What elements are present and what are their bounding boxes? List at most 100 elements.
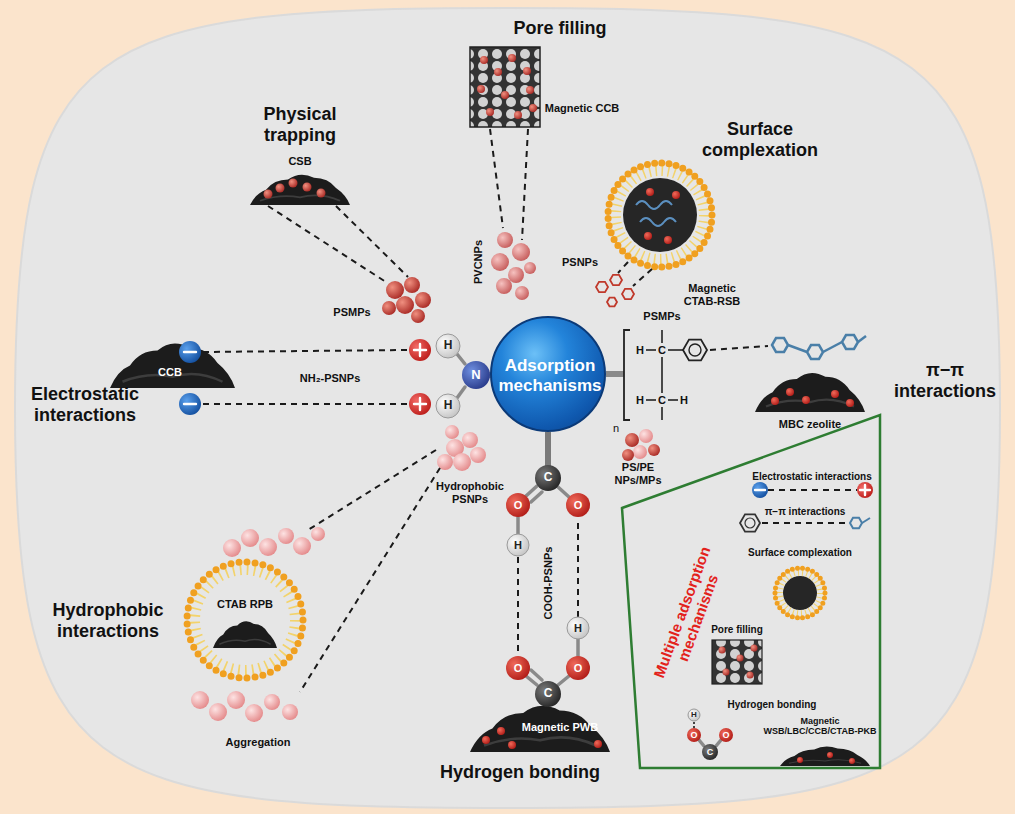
hydrophobic-art [293, 537, 311, 555]
surface-complexation-art [616, 171, 704, 259]
electrostatic-art [462, 361, 490, 389]
physical-trapping-art [268, 206, 386, 282]
hydrogen-bonding-art [535, 465, 561, 491]
hydrogen-bonding-art [558, 487, 569, 497]
electrostatic-art [110, 334, 496, 418]
surface-complexation-art [646, 188, 654, 196]
multiple-mechanisms-art [762, 522, 848, 524]
pi-pi-art [755, 373, 865, 412]
pi-pi-art [772, 338, 788, 352]
pi-pi-art [772, 335, 866, 359]
pi-pi-art [689, 344, 701, 356]
pi-pi-art [858, 336, 866, 342]
hydrogen-bonding-art [508, 741, 516, 749]
pi-pi-art [710, 346, 768, 350]
hydrophobic-art [264, 694, 280, 710]
atom-symbol: H [444, 399, 453, 413]
pore-filling-art [523, 67, 531, 75]
multiple-mechanisms-art [747, 672, 754, 679]
atom-symbol: C [544, 687, 553, 701]
pi-pi-art [661, 407, 663, 420]
electrostatic-art [419, 398, 421, 410]
pi-pi-art [606, 330, 866, 420]
material-label: PSMPs [333, 306, 370, 319]
hydrophobic-art [282, 704, 298, 720]
multiple-mechanisms-art [719, 647, 726, 654]
pore-filling-art [522, 129, 528, 240]
physical-trapping-art [250, 175, 431, 323]
atom-symbol: O [574, 499, 583, 512]
hydrophobic-art [462, 432, 478, 448]
pi-pi-art [842, 335, 858, 349]
hydrogen-bonding-art [535, 681, 561, 707]
pore-filling-art [486, 108, 494, 116]
mechanism-title: Hydrogen bonding [440, 762, 600, 783]
hydrogen-bonding-art [594, 740, 602, 748]
surface-complexation-art [622, 289, 634, 299]
material-label: Magnetic CTAB-RSB [672, 282, 752, 307]
mechanism-title: π−π interactions [889, 360, 1001, 401]
electrostatic-art [457, 354, 465, 364]
material-label: Hydrophobic PSNPs [430, 480, 510, 505]
hydrogen-bonding-art [506, 493, 530, 517]
pore-filling-art [496, 278, 512, 294]
hydrophobic-art [227, 691, 245, 709]
multiple-mechanisms-art [783, 576, 817, 610]
hydrogen-bonding-art [507, 534, 529, 556]
material-label: COOH-PSNPs [542, 547, 555, 620]
particles [625, 433, 639, 447]
pi-pi-art [661, 330, 663, 343]
mechanism-title: Physical trapping [250, 104, 350, 145]
pore-filling-art [508, 267, 524, 283]
hydrophobic-art [213, 621, 277, 648]
node-title: Adsorption mechanisms [497, 356, 603, 395]
pi-pi-art [683, 340, 707, 361]
multiple-mechanisms-art [688, 709, 700, 721]
pi-pi-art [624, 330, 630, 420]
pore-filling-art [524, 262, 536, 274]
atom-symbol: C [658, 344, 666, 357]
multiple-mechanisms-art [716, 740, 721, 746]
multiple-mechanisms-art [862, 518, 870, 523]
multiple-mechanisms-panel: Multiple adsorption mechanismsElectrosta… [620, 413, 882, 770]
pi-pi-art [668, 399, 678, 401]
particles [633, 445, 647, 459]
surface-complexation-art [596, 282, 608, 292]
physical-trapping-art [303, 183, 312, 192]
hydrogen-bonding-art [566, 493, 590, 517]
hydrogen-bonding-art [470, 432, 610, 752]
pi-pi-art [823, 342, 842, 352]
pi-pi-art [646, 349, 656, 351]
pore-filling-art [515, 286, 529, 300]
material-label: Magnetic WSB/LBC/CCB/CTAB-PKB [760, 716, 880, 737]
hydrogen-bonding-art [531, 670, 542, 680]
multiple-mechanisms-art [780, 573, 820, 613]
hydrogen-bonding-art [526, 486, 537, 496]
surface-complexation-art [636, 201, 676, 226]
pi-pi-art [807, 345, 823, 359]
multiple-mechanisms-art [768, 489, 857, 491]
physical-trapping-art [382, 301, 396, 315]
atom-symbol: H [636, 394, 644, 407]
material-label: Aggregation [226, 736, 291, 749]
central-circle: Adsorption mechanisms [490, 316, 606, 432]
pi-pi-art [661, 357, 663, 393]
physical-trapping-art [396, 296, 414, 314]
hydrophobic-art [223, 539, 241, 557]
atom-symbol: H [444, 339, 453, 353]
multiple-mechanisms-art [751, 645, 758, 652]
multiple-mechanisms-art [699, 740, 704, 746]
electrostatic-art [179, 341, 201, 363]
multiple-mechanisms-art [687, 728, 701, 742]
hydrophobic-art [187, 425, 486, 722]
surface-complexation-art [644, 232, 652, 240]
material-label: CTAB RPB [217, 598, 273, 611]
multiple-mechanisms-art [719, 728, 733, 742]
hydrophobic-art [437, 454, 453, 470]
multiple-mechanisms-art [723, 669, 730, 676]
repeat-subscript: n [613, 422, 619, 435]
pi-pi-art [846, 399, 854, 407]
surface-complexation-art [608, 163, 712, 267]
mechanism-title: Electrostatic interactions [20, 384, 150, 425]
hydrogen-bonding-art [558, 676, 569, 685]
